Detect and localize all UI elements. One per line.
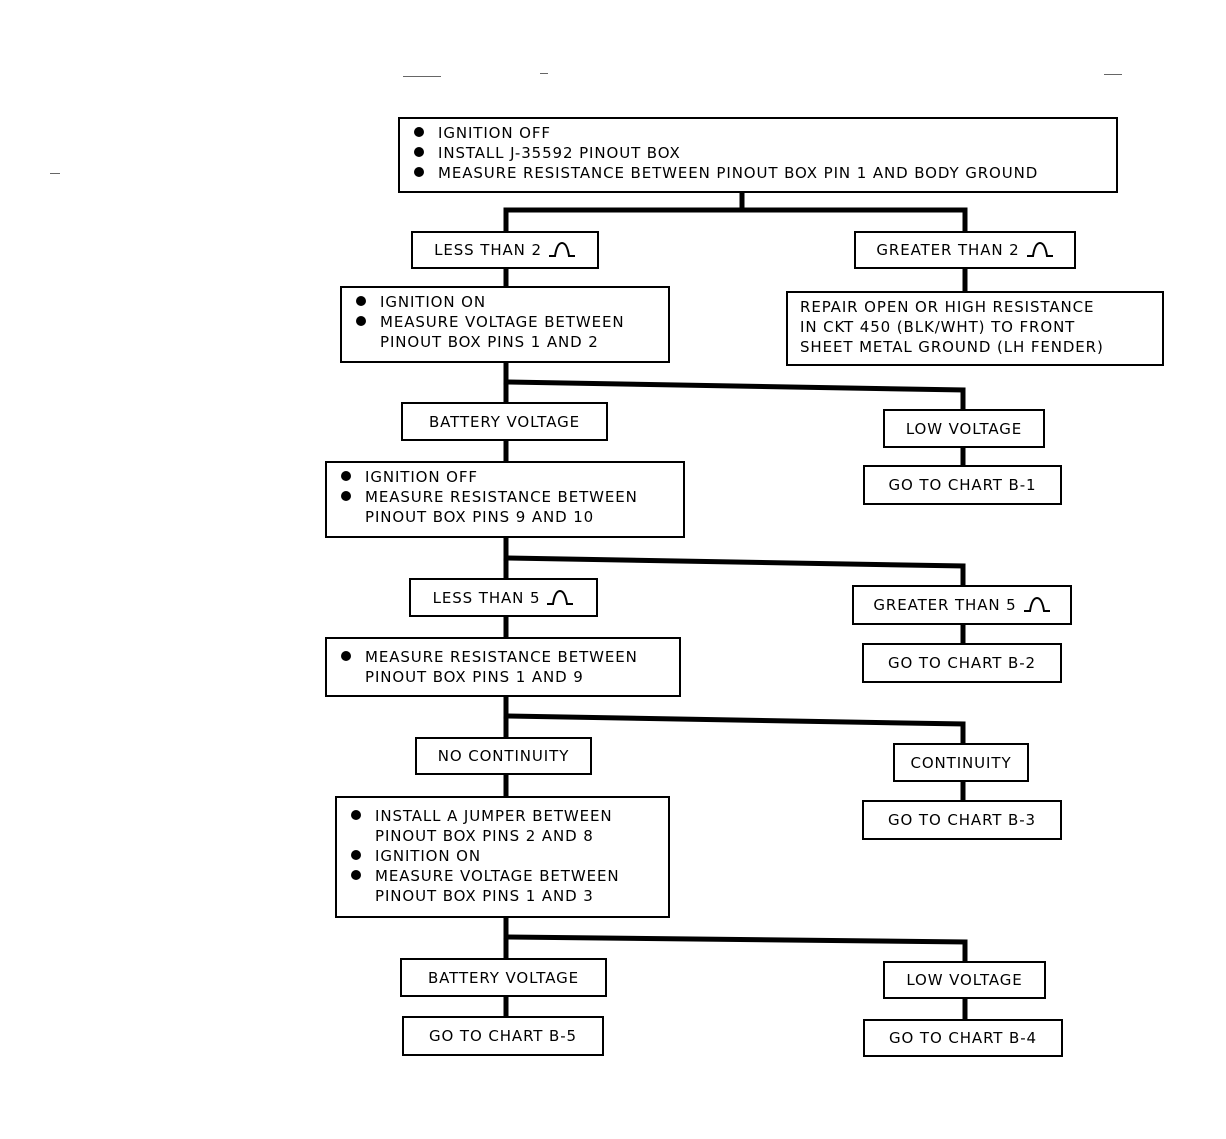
bullet-icon <box>351 850 361 860</box>
go-to-chart-b5-box: GO TO CHART B-5 <box>402 1016 604 1056</box>
step2-instructions-box: IGNITION ON MEASURE VOLTAGE BETWEEN PINO… <box>340 286 670 363</box>
scan-mark <box>50 173 60 174</box>
go-to-chart-b4-box: GO TO CHART B-4 <box>863 1019 1063 1057</box>
bullet-icon <box>341 471 351 481</box>
step4-instructions-box: MEASURE RESISTANCE BETWEEN PINOUT BOX PI… <box>325 637 681 697</box>
instruction-step: IGNITION OFF <box>337 467 673 487</box>
repair-note-box: REPAIR OPEN OR HIGH RESISTANCE IN CKT 45… <box>786 291 1164 366</box>
bullet-icon <box>356 316 366 326</box>
step3-instructions-box: IGNITION OFF MEASURE RESISTANCE BETWEEN … <box>325 461 685 538</box>
branch-label-low-voltage: LOW VOLTAGE <box>883 409 1045 448</box>
instruction-step: MEASURE VOLTAGE BETWEEN PINOUT BOX PINS … <box>347 866 658 906</box>
branch-label-greater-than-5: GREATER THAN 5 <box>852 585 1072 625</box>
branch-label-no-continuity: NO CONTINUITY <box>415 737 592 775</box>
instruction-step: INSTALL A JUMPER BETWEEN PINOUT BOX PINS… <box>347 806 658 846</box>
ohm-icon <box>547 589 574 605</box>
go-to-chart-b3-box: GO TO CHART B-3 <box>862 800 1062 840</box>
instruction-step: MEASURE RESISTANCE BETWEEN PINOUT BOX PI… <box>337 647 669 687</box>
scan-mark <box>403 76 441 77</box>
bullet-icon <box>351 810 361 820</box>
scan-mark <box>540 73 548 74</box>
instruction-step: MEASURE RESISTANCE BETWEEN PINOUT BOX PI… <box>410 163 1106 183</box>
bullet-icon <box>341 651 351 661</box>
connector <box>503 713 966 727</box>
go-to-chart-b1-box: GO TO CHART B-1 <box>863 465 1062 505</box>
ohm-icon <box>1023 596 1050 612</box>
bullet-icon <box>414 127 424 137</box>
branch-label-greater-than-2: GREATER THAN 2 <box>854 231 1076 269</box>
branch-label-less-than-2: LESS THAN 2 <box>411 231 599 269</box>
branch-label-battery-voltage-2: BATTERY VOLTAGE <box>400 958 607 997</box>
branch-label-battery-voltage: BATTERY VOLTAGE <box>401 402 608 441</box>
connector <box>503 934 968 945</box>
ohm-icon <box>548 241 575 257</box>
bullet-icon <box>341 491 351 501</box>
instruction-step: IGNITION ON <box>352 292 658 312</box>
instruction-step: INSTALL J-35592 PINOUT BOX <box>410 143 1106 163</box>
ohm-icon <box>1026 241 1053 257</box>
connector <box>503 379 966 393</box>
step5-instructions-box: INSTALL A JUMPER BETWEEN PINOUT BOX PINS… <box>335 796 670 918</box>
instruction-step: IGNITION ON <box>347 846 658 866</box>
branch-label-low-voltage-2: LOW VOLTAGE <box>883 961 1046 999</box>
start-instructions-box: IGNITION OFF INSTALL J-35592 PINOUT BOX … <box>398 117 1118 193</box>
instruction-step: MEASURE VOLTAGE BETWEEN PINOUT BOX PINS … <box>352 312 658 352</box>
go-to-chart-b2-box: GO TO CHART B-2 <box>862 643 1062 683</box>
branch-label-less-than-5: LESS THAN 5 <box>409 578 598 617</box>
instruction-step: IGNITION OFF <box>410 123 1106 143</box>
bullet-icon <box>414 147 424 157</box>
repair-note-line: IN CKT 450 (BLK/WHT) TO FRONT <box>800 318 1076 336</box>
scan-mark <box>1104 74 1122 75</box>
bullet-icon <box>414 167 424 177</box>
connector <box>503 555 966 569</box>
bullet-icon <box>356 296 366 306</box>
repair-note-line: REPAIR OPEN OR HIGH RESISTANCE <box>800 298 1095 316</box>
branch-label-continuity: CONTINUITY <box>893 743 1029 782</box>
bullet-icon <box>351 870 361 880</box>
repair-note-line: SHEET METAL GROUND (LH FENDER) <box>800 338 1104 356</box>
instruction-step: MEASURE RESISTANCE BETWEEN PINOUT BOX PI… <box>337 487 673 527</box>
